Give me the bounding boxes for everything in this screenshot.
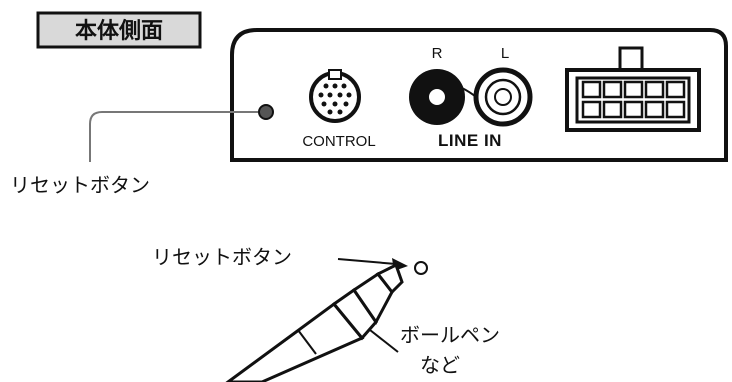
reset-button-label-top: リセットボタン <box>10 173 150 197</box>
line-in-label: LINE IN <box>438 131 502 150</box>
title-text: 本体側面 <box>75 19 163 44</box>
rca-jack-right[interactable] <box>409 69 465 125</box>
reset-leader-line <box>89 111 258 162</box>
pen-label-line1: ボールペン <box>400 323 500 347</box>
rca-jack-left[interactable] <box>473 67 533 127</box>
reset-hole-small[interactable] <box>414 261 428 275</box>
jack-bridge <box>461 87 477 98</box>
channel-l-label: L <box>501 45 509 62</box>
title-box: 本体側面 <box>36 11 202 49</box>
ballpoint-pen <box>225 262 404 382</box>
harness-connector[interactable] <box>565 46 701 132</box>
reset-button-label-bottom: リセットボタン <box>152 245 292 269</box>
pen-leader-line <box>369 329 399 353</box>
pen-label-line2: など <box>420 353 460 377</box>
control-label: CONTROL <box>302 133 375 150</box>
reset-hole[interactable] <box>258 104 274 120</box>
control-connector[interactable] <box>309 69 361 123</box>
channel-r-label: R <box>432 45 443 62</box>
